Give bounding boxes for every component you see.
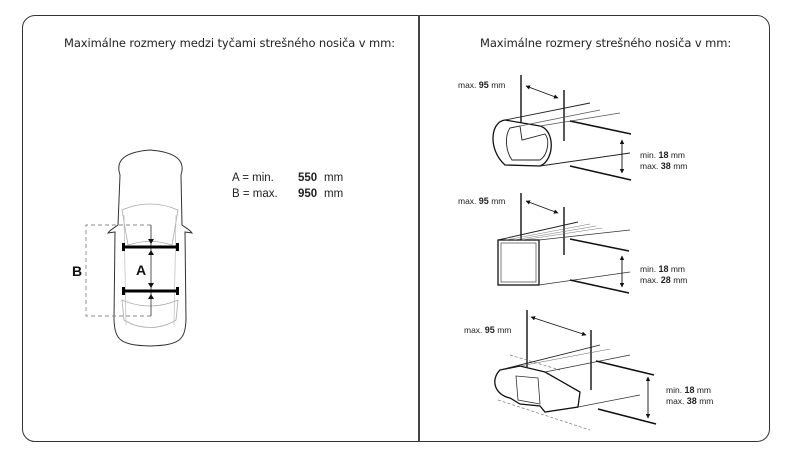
bar3-height-label: min. 18 mm max. 38 mm xyxy=(666,385,714,406)
label-b: B xyxy=(72,263,83,279)
bar2-width-label: max. 95 mm xyxy=(458,196,506,206)
dimension-b-row: B = max. 950 mm xyxy=(232,188,343,200)
left-panel-title: Maximálne rozmery medzi tyčami strešného… xyxy=(64,36,396,50)
rear-roof-bar xyxy=(122,287,179,295)
dimension-a-value: 550 xyxy=(298,172,318,184)
front-roof-bar xyxy=(122,243,179,251)
dimension-a-unit: mm xyxy=(324,172,344,184)
label-a: A xyxy=(136,262,147,278)
square-bar-drawing xyxy=(497,193,631,294)
dimension-b-unit: mm xyxy=(324,188,344,200)
dimension-b-value: 950 xyxy=(298,188,318,200)
bar1-height-label: min. 18 mm max. 38 mm xyxy=(640,150,688,171)
wing-bar-drawing xyxy=(494,310,657,431)
oval-bar-drawing xyxy=(492,75,632,181)
dimension-a-prefix: A = min. xyxy=(232,172,274,184)
dimension-a-row: A = min. 550 mm xyxy=(232,172,343,184)
car-outline xyxy=(106,149,194,347)
panel-divider xyxy=(418,15,420,442)
bar1-width-label: max. 95 mm xyxy=(458,80,506,90)
dimension-b-prefix: B = max. xyxy=(232,188,278,200)
bar2-height-label: min. 18 mm max. 28 mm xyxy=(640,264,688,285)
bar3-width-label: max. 95 mm xyxy=(464,325,512,335)
diagram-frame xyxy=(22,15,770,442)
right-panel-title: Maximálne rozmery strešného nosiča v mm: xyxy=(480,36,732,50)
